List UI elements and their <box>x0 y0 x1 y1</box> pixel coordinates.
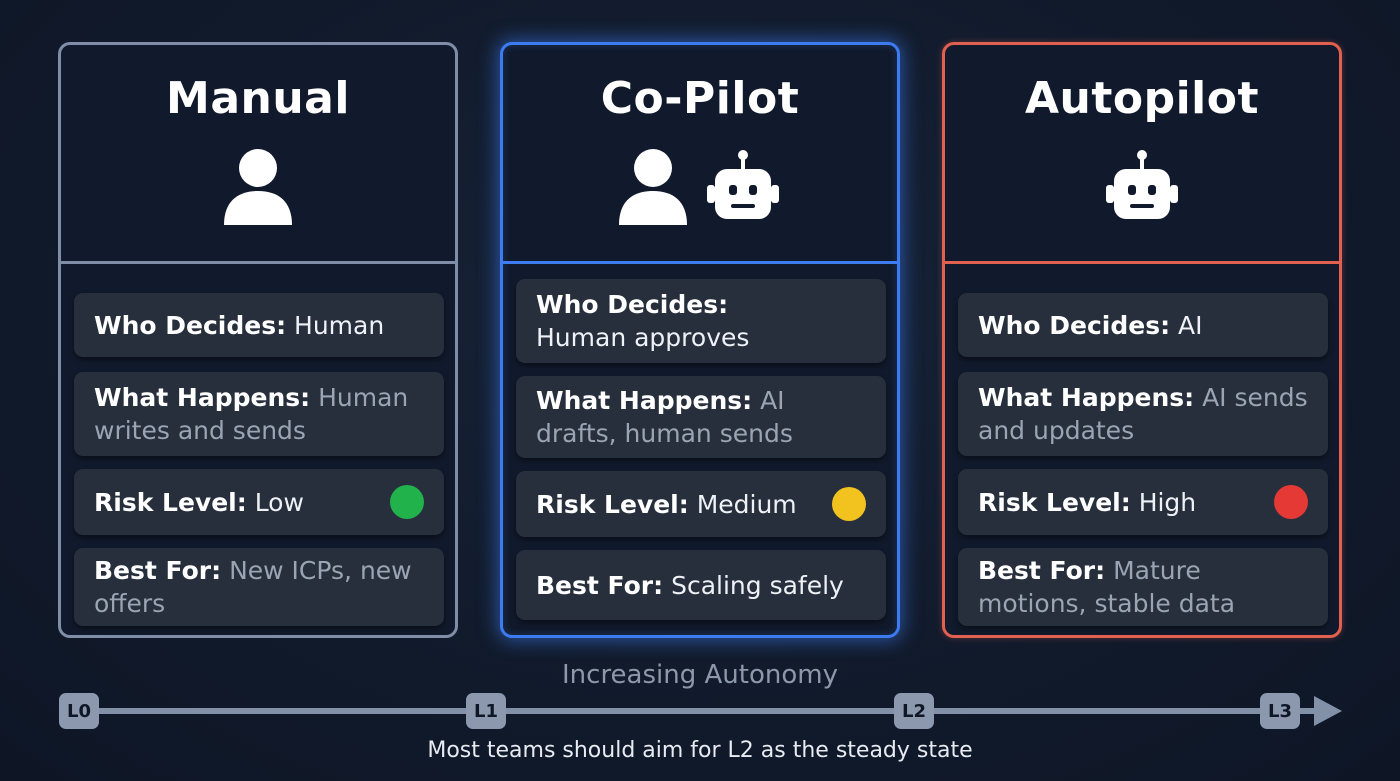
best-for-row: Best For: Mature motions, stable data <box>958 548 1328 626</box>
person-icon <box>224 149 292 225</box>
autonomy-axis-line <box>80 708 1320 714</box>
who-decides-label: Who Decides: <box>94 310 287 340</box>
risk-level-label: Risk Level: <box>94 487 247 517</box>
risk-indicator-green <box>390 485 424 519</box>
best-for-value: Scaling safely <box>671 570 844 600</box>
card-icons <box>503 145 897 229</box>
card-header: Co-Pilot <box>503 45 897 262</box>
card-divider <box>61 261 455 264</box>
risk-level-row: Risk Level: Medium <box>516 471 886 537</box>
level-marker-l3: L3 <box>1260 693 1300 729</box>
best-for-row: Best For: Scaling safely <box>516 550 886 620</box>
what-happens-label: What Happens: <box>978 383 1195 412</box>
best-for-value: Mature motions, stable data <box>978 556 1236 618</box>
level-marker-l1: L1 <box>466 693 506 729</box>
card-title: Autopilot <box>1024 73 1260 124</box>
risk-indicator-red <box>1274 485 1308 519</box>
risk-level-value: Medium <box>696 489 797 519</box>
risk-level-value: High <box>1138 487 1197 517</box>
who-decides-label: Who Decides: <box>536 290 729 319</box>
card-manual: Manual Who Decides: Human What Happens: … <box>58 42 458 638</box>
what-happens-value: Human writes and sends <box>94 383 409 445</box>
robot-icon <box>1106 150 1178 219</box>
risk-level-label: Risk Level: <box>536 489 689 519</box>
what-happens-value: AI drafts, human sends <box>536 386 793 448</box>
risk-level-value: Low <box>254 487 304 517</box>
card-header: Manual <box>61 45 455 262</box>
best-for-label: Best For: <box>536 570 664 600</box>
risk-indicator-yellow <box>832 487 866 521</box>
risk-level-row: Risk Level: High <box>958 469 1328 535</box>
best-for-label: Best For: <box>94 556 222 585</box>
who-decides-label: Who Decides: <box>978 310 1171 340</box>
who-decides-value: Human approves <box>536 323 750 352</box>
what-happens-label: What Happens: <box>536 386 753 415</box>
what-happens-row: What Happens: AI sends and updates <box>958 372 1328 456</box>
person-icon <box>619 149 687 225</box>
risk-level-row: Risk Level: Low <box>74 469 444 535</box>
what-happens-label: What Happens: <box>94 383 311 412</box>
card-title: Manual <box>166 73 350 124</box>
level-marker-l2: L2 <box>894 693 934 729</box>
card-divider <box>945 261 1339 264</box>
who-decides-value: AI <box>1178 310 1203 340</box>
best-for-value: New ICPs, new offers <box>94 556 412 618</box>
card-header: Autopilot <box>945 45 1339 262</box>
card-autopilot: Autopilot Who Decides: AI What Happens: … <box>942 42 1342 638</box>
level-marker-l0: L0 <box>59 693 99 729</box>
who-decides-row: Who Decides: AI <box>958 293 1328 357</box>
what-happens-row: What Happens: AI drafts, human sends <box>516 376 886 458</box>
risk-level-label: Risk Level: <box>978 487 1131 517</box>
best-for-row: Best For: New ICPs, new offers <box>74 548 444 626</box>
card-icons <box>945 145 1339 229</box>
card-divider <box>503 261 897 264</box>
robot-icon <box>707 150 779 219</box>
card-title: Co-Pilot <box>600 73 800 124</box>
axis-label: Increasing Autonomy <box>562 660 838 690</box>
card-copilot: Co-Pilot Who Decid <box>500 42 900 638</box>
what-happens-value: AI sends and updates <box>978 383 1308 445</box>
card-icons <box>61 145 455 229</box>
arrow-right-icon <box>1314 696 1342 726</box>
who-decides-row: Who Decides: Human approves <box>516 279 886 363</box>
what-happens-row: What Happens: Human writes and sends <box>74 372 444 456</box>
footnote: Most teams should aim for L2 as the stea… <box>427 738 973 763</box>
who-decides-value: Human <box>294 310 385 340</box>
best-for-label: Best For: <box>978 556 1106 585</box>
who-decides-row: Who Decides: Human <box>74 293 444 357</box>
